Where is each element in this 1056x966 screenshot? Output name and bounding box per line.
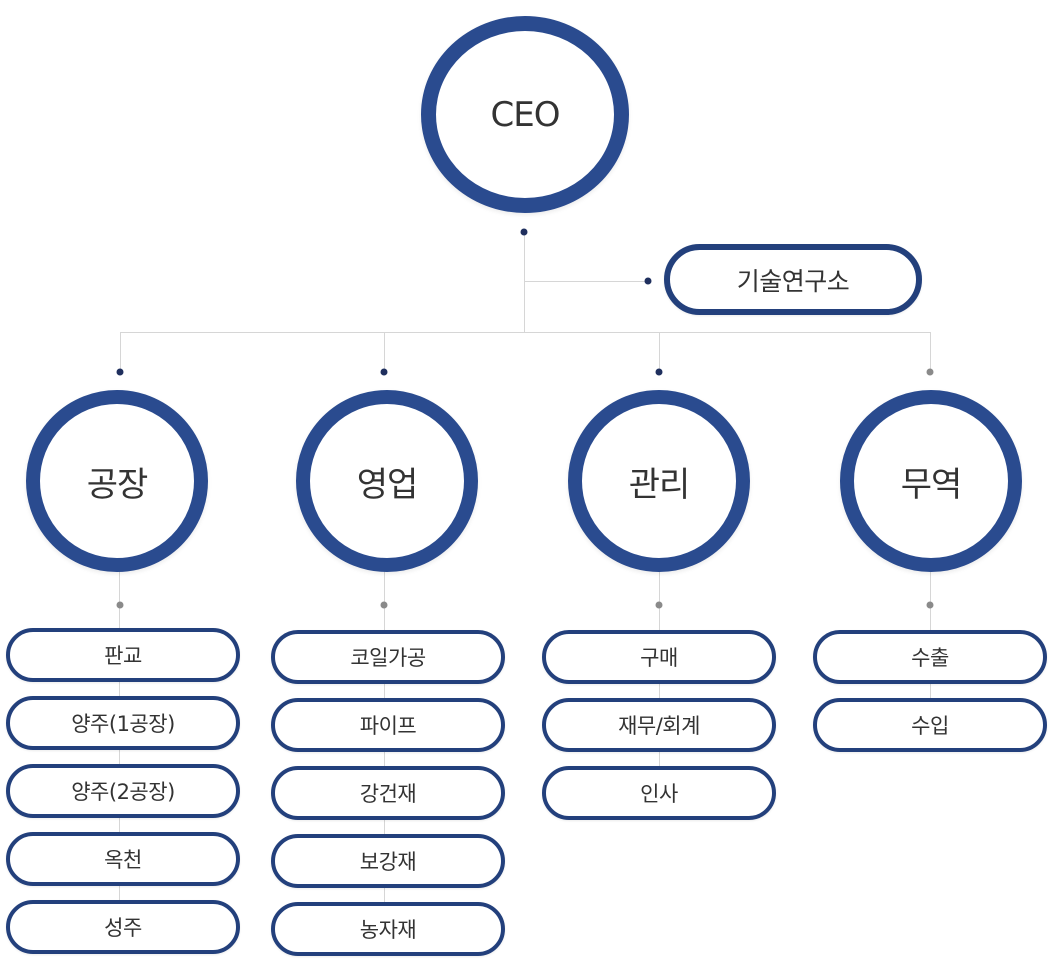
dept-dot-3 [655,368,663,376]
ceo-label: CEO [490,94,561,135]
dept-bus-line [120,332,931,333]
trade-item-export: 수출 [813,630,1047,684]
lab-dot [644,277,652,285]
ceo-dot [520,228,528,236]
dept-drop-line-4 [930,332,931,372]
admin-item-finance: 재무/회계 [542,698,776,752]
dept-node-factory: 공장 [26,390,208,572]
sales-item-coil: 코일가공 [271,630,505,684]
dept-label: 공장 [86,464,149,505]
lab-label: 기술연구소 [736,266,850,296]
factory-item-okcheon: 옥천 [6,832,240,886]
admin-item-purchase: 구매 [542,630,776,684]
dept-label: 영업 [356,464,419,505]
sales-item-agri: 농자재 [271,902,505,956]
factory-item-yangju1: 양주(1공장) [6,696,240,750]
dept-list-dot-1 [116,601,124,609]
dept-dot-1 [116,368,124,376]
factory-item-yangju2: 양주(2공장) [6,764,240,818]
factory-item-seongju: 성주 [6,900,240,954]
trade-item-import: 수입 [813,698,1047,752]
dept-label: 관리 [628,464,691,505]
lab-branch-line [524,281,648,282]
factory-item-pangyo: 판교 [6,628,240,682]
dept-list-dot-2 [380,601,388,609]
dept-list-dot-3 [655,601,663,609]
dept-node-admin: 관리 [568,390,750,572]
lab-node: 기술연구소 [664,244,922,315]
dept-dot-2 [380,368,388,376]
sales-item-steel: 강건재 [271,766,505,820]
admin-item-hr: 인사 [542,766,776,820]
dept-label: 무역 [900,464,963,505]
dept-dot-4 [926,368,934,376]
sales-item-reinforce: 보강재 [271,834,505,888]
dept-node-sales: 영업 [296,390,478,572]
ceo-node: CEO [421,16,629,213]
dept-list-dot-4 [926,601,934,609]
dept-node-trade: 무역 [840,390,1022,572]
dept-drop-line-3 [659,332,660,372]
dept-drop-line-1 [120,332,121,372]
sales-item-pipe: 파이프 [271,698,505,752]
dept-drop-line-2 [384,332,385,372]
ceo-trunk-line [524,231,525,333]
